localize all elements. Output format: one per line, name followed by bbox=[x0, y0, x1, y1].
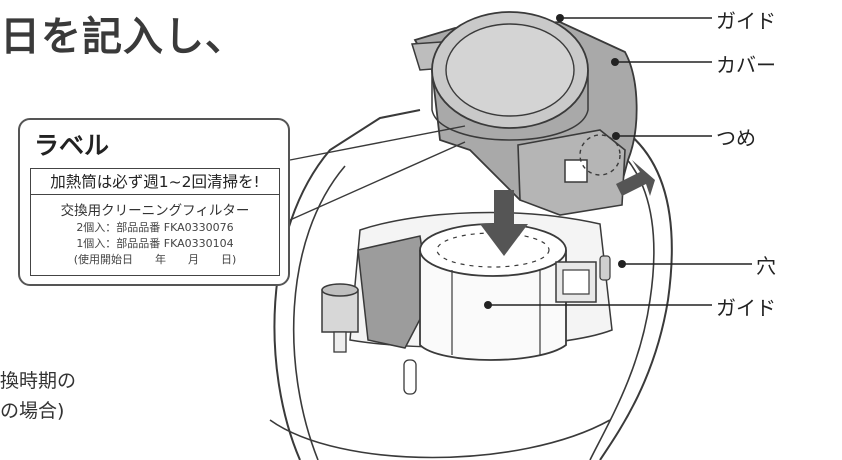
label-card-title: ラベル bbox=[34, 131, 110, 160]
callout-leader-hole bbox=[618, 260, 752, 268]
filter-cap-inner bbox=[445, 23, 575, 117]
page-heading: 日を記入し、 bbox=[0, 14, 246, 60]
callout-guide-bottom: ガイド bbox=[716, 296, 776, 320]
label-leader-1 bbox=[289, 125, 466, 161]
connector-block bbox=[555, 255, 611, 303]
label-part-number-1pack: 1個入：部品品番 FKA0330104 bbox=[76, 237, 234, 250]
callout-leader-guide-top bbox=[556, 14, 712, 22]
label-leader-2 bbox=[289, 141, 466, 221]
claw bbox=[564, 159, 588, 183]
label-warning-text: 加熱筒は必ず週1~2回清掃を! bbox=[31, 169, 279, 195]
label-card: ラベル 加熱筒は必ず週1~2回清掃を! 交換用クリーニングフィルター 2個入：部… bbox=[18, 118, 290, 286]
filter-cap-side bbox=[431, 70, 589, 141]
label-filter-name: 交換用クリーニングフィルター bbox=[60, 203, 250, 219]
cylinder-guide bbox=[419, 223, 567, 361]
claw-highlight-circle bbox=[579, 134, 621, 176]
callout-guide-top: ガイド bbox=[716, 9, 776, 33]
side-note-line-1: 換時期の bbox=[0, 370, 77, 392]
label-start-date: (使用開始日 年 月 日) bbox=[73, 253, 237, 266]
callout-cover: カバー bbox=[716, 53, 776, 77]
label-part-number-2pack: 2個入：部品品番 FKA0330076 bbox=[76, 221, 234, 234]
humidifier-diagram bbox=[269, 11, 752, 460]
valve-fitting-icon bbox=[321, 283, 417, 395]
push-arrow-icon bbox=[616, 160, 655, 196]
duct-block bbox=[357, 235, 431, 349]
callout-leader-guide-bottom bbox=[484, 301, 712, 309]
callout-claw: つめ bbox=[716, 126, 756, 150]
side-note-line-2: の場合) bbox=[0, 400, 65, 422]
down-arrow-icon bbox=[480, 190, 528, 256]
callout-leader-cover bbox=[611, 58, 712, 66]
callout-leader-claw bbox=[612, 132, 712, 140]
body-base-rim bbox=[269, 419, 611, 459]
callout-hole: 穴 bbox=[756, 254, 776, 278]
label-sticker: 加熱筒は必ず週1~2回清掃を! 交換用クリーニングフィルター 2個入：部品品番 … bbox=[30, 168, 280, 276]
